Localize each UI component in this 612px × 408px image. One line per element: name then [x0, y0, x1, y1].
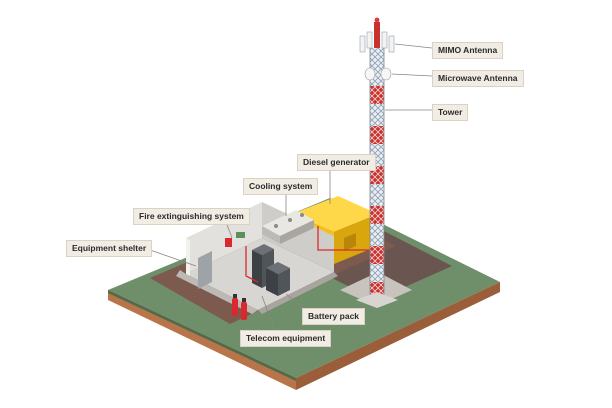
telecom-equipment [252, 244, 290, 296]
label-cooling-system: Cooling system [243, 178, 319, 195]
label-microwave-antenna: Microwave Antenna [432, 70, 524, 87]
label-diesel-generator: Diesel generator [297, 154, 376, 171]
label-tower: Tower [432, 104, 469, 121]
fire-extinguishers [232, 294, 247, 320]
mimo-antenna [359, 31, 395, 53]
telecom-tower [356, 17, 398, 308]
label-battery-pack: Battery pack [302, 308, 366, 325]
label-equipment-shelter: Equipment shelter [66, 240, 153, 257]
red-cabling [245, 226, 372, 283]
label-telecom-equipment: Telecom equipment [240, 330, 332, 347]
cooling-system [262, 210, 314, 244]
label-mimo-antenna: MIMO Antenna [432, 42, 504, 59]
microwave-antenna [364, 67, 392, 81]
label-fire-extinguishing-system: Fire extinguishing system [133, 208, 250, 225]
